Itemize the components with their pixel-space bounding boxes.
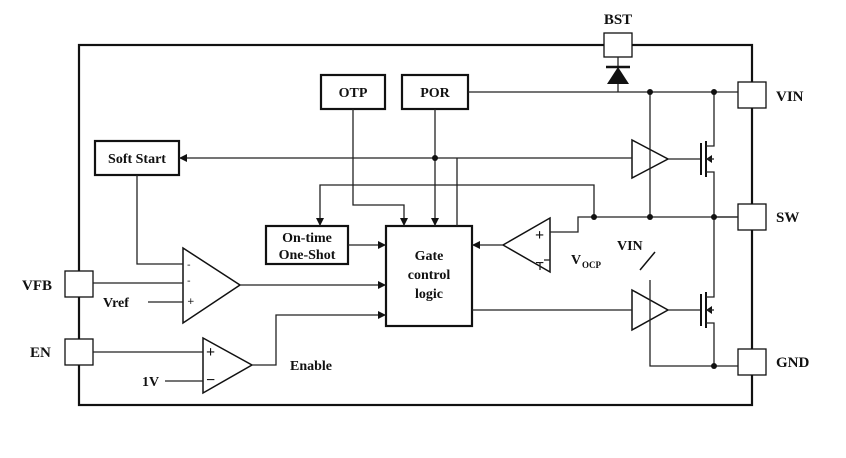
ocp-comp-plus: +	[535, 227, 544, 244]
pin-gnd: GND	[737, 348, 810, 376]
enable-comp-minus: −	[206, 372, 215, 389]
otp-block: OTP	[319, 73, 387, 111]
pin-gnd-label: GND	[776, 355, 810, 371]
ocp-comparator: + −	[501, 216, 551, 274]
pin-bst-label: BST	[604, 12, 632, 28]
gate-label: Gate	[415, 249, 444, 264]
on-time-one-shot-block: On-time One-Shot	[264, 224, 350, 266]
bst-diode	[606, 57, 630, 92]
svg-text:-: -	[187, 276, 191, 287]
vocp-main: V	[571, 253, 581, 268]
low-side-mosfet	[668, 217, 715, 366]
junction-dots	[432, 89, 717, 369]
pin-en: EN	[30, 338, 94, 366]
logic-label: logic	[415, 287, 443, 302]
por-block: POR	[400, 73, 470, 111]
otp-label: OTP	[339, 86, 368, 101]
high-side-driver	[631, 130, 670, 187]
por-label: POR	[420, 86, 450, 101]
low-side-driver	[631, 280, 670, 340]
high-side-mosfet	[668, 92, 715, 217]
control-label: control	[408, 268, 451, 283]
pin-vfb-label: VFB	[22, 278, 52, 294]
vin-internal-label: VIN	[617, 239, 643, 254]
gate-control-logic-block: Gate control logic	[384, 224, 474, 328]
svg-text:+: +	[187, 297, 195, 307]
pin-vin: VIN	[737, 81, 804, 109]
enable-comparator: + −	[202, 336, 254, 395]
vocp-label: V OCP	[571, 253, 602, 270]
soft-start-block: Soft Start	[93, 139, 181, 177]
svg-text:-: -	[187, 260, 191, 271]
vref-label: Vref	[103, 296, 129, 311]
soft-start-label: Soft Start	[108, 152, 166, 167]
pin-bst: BST	[603, 12, 633, 58]
one-shot-label: One-Shot	[279, 248, 336, 263]
enable-comp-plus: +	[206, 344, 215, 361]
pin-vfb: VFB	[22, 270, 94, 298]
pin-sw: SW	[737, 203, 799, 231]
vocp-sub: OCP	[582, 260, 602, 270]
pin-vin-label: VIN	[776, 89, 804, 105]
error-amplifier: - - +	[182, 246, 242, 325]
enable-label: Enable	[290, 359, 332, 374]
wires	[93, 91, 738, 382]
pin-sw-label: SW	[776, 210, 799, 226]
one-v-label: 1V	[142, 375, 159, 390]
pin-en-label: EN	[30, 345, 51, 361]
on-time-label: On-time	[282, 231, 332, 246]
